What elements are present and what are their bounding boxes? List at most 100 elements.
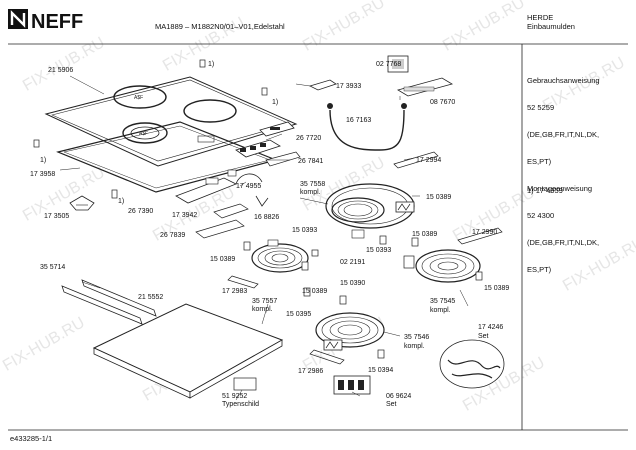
part-label: 21 5906 bbox=[48, 67, 73, 74]
part-label: 15 0390 bbox=[340, 280, 365, 287]
mounting-clip bbox=[69, 195, 95, 211]
part-label: 21 5552 bbox=[138, 294, 163, 301]
doc-line: Montageanweisung bbox=[527, 184, 593, 193]
part-label: 15 0389 bbox=[302, 288, 327, 295]
part-label: kompl. bbox=[404, 343, 425, 350]
part-label: 08 7670 bbox=[430, 99, 455, 106]
footnote-marks: 1) 1) 1) 1) bbox=[40, 61, 278, 205]
part-label: 51 9252 bbox=[222, 393, 247, 400]
part-label: 16 8826 bbox=[254, 214, 279, 221]
part-label: 17 4246 bbox=[478, 324, 503, 331]
circuit-board bbox=[195, 219, 245, 239]
part-labels: 21 5906 17 3933 02 7768 08 7670 16 7163 … bbox=[30, 61, 509, 408]
part-label: 02 7768 bbox=[376, 61, 401, 68]
part-label: 17 2990 bbox=[472, 229, 497, 236]
doc-line: ES,PT) bbox=[527, 157, 552, 166]
brand-text: NEFF bbox=[31, 11, 83, 33]
part-label: kompl. bbox=[300, 189, 321, 196]
svg-text:A$F: A$F bbox=[134, 95, 143, 101]
terminal bbox=[351, 229, 365, 239]
category-line-1: HERDE bbox=[527, 13, 554, 22]
part-label: Set bbox=[478, 333, 489, 340]
part-label: kompl. bbox=[430, 307, 451, 314]
bottom-tray bbox=[92, 303, 284, 399]
part-label: 26 7841 bbox=[298, 158, 323, 165]
part-label: 15 0394 bbox=[368, 367, 393, 374]
part-label: Typenschild bbox=[222, 401, 259, 408]
scraper-tool bbox=[396, 77, 454, 97]
part-label: 15 0389 bbox=[210, 256, 235, 263]
part-label: 35 7557 bbox=[252, 298, 277, 305]
cable-loop bbox=[235, 173, 263, 185]
cable-set bbox=[439, 339, 505, 389]
part-label: 17 3942 bbox=[172, 212, 197, 219]
footnote-mark: 1) bbox=[40, 157, 46, 164]
part-label: 17 2994 bbox=[416, 157, 441, 164]
leader-lines bbox=[59, 75, 469, 401]
part-label: 16 7163 bbox=[346, 117, 371, 124]
doc-line: 52 5259 bbox=[527, 103, 555, 112]
clip-small bbox=[261, 87, 268, 96]
part-label: 17 3505 bbox=[44, 213, 69, 220]
bracket-172994 bbox=[393, 151, 439, 169]
sensor-cable bbox=[329, 109, 405, 151]
footnote-mark: 1) bbox=[118, 198, 124, 205]
footnote-mark: 1) bbox=[272, 99, 278, 106]
part-label: 15 0393 bbox=[366, 247, 391, 254]
circuit-board-small bbox=[213, 203, 249, 219]
connector-set bbox=[333, 375, 371, 395]
cleaning-pack bbox=[387, 55, 409, 73]
part-label: 35 7545 bbox=[430, 298, 455, 305]
part-label: 17 3958 bbox=[30, 171, 55, 178]
spring-clip bbox=[255, 195, 269, 207]
footnote-text: 1) 17 4959 bbox=[527, 186, 563, 195]
part-label: kompl. bbox=[252, 306, 273, 313]
part-label: 15 0393 bbox=[292, 227, 317, 234]
document-id: e433285-1/1 bbox=[10, 434, 53, 443]
part-label: 15 0389 bbox=[484, 285, 509, 292]
part-label: 15 0389 bbox=[426, 194, 451, 201]
part-label: 15 0395 bbox=[286, 311, 311, 318]
part-label: 15 0389 bbox=[412, 231, 437, 238]
contact-bar bbox=[265, 151, 301, 167]
terminal-pins bbox=[243, 235, 483, 359]
doc-line: Gebrauchsanweisung bbox=[527, 76, 600, 85]
part-label: 26 7839 bbox=[160, 232, 185, 239]
clip-small bbox=[199, 59, 206, 68]
radiant-heater-357545 bbox=[403, 249, 481, 283]
radiant-heater-357546 bbox=[315, 312, 385, 351]
part-label: 35 7558 bbox=[300, 181, 325, 188]
doc-line: ES,PT) bbox=[527, 265, 552, 274]
part-label: 02 2191 bbox=[340, 259, 365, 266]
doc-line: 52 4300 bbox=[527, 211, 555, 220]
switch-module bbox=[259, 121, 295, 137]
part-label: 35 7546 bbox=[404, 334, 429, 341]
clip-small bbox=[111, 189, 118, 199]
part-label: 35 5714 bbox=[40, 264, 65, 271]
clip-small bbox=[33, 139, 40, 148]
mounting-rail bbox=[61, 279, 157, 325]
relay-board bbox=[175, 169, 237, 204]
part-label: Set bbox=[386, 401, 397, 408]
part-label: 26 7390 bbox=[128, 208, 153, 215]
part-label: 17 2983 bbox=[222, 288, 247, 295]
radiant-heater-357558 bbox=[325, 183, 415, 229]
neff-logo: NEFF bbox=[8, 9, 83, 33]
doc-line: (DE,GB,FR,IT,NL,DK, bbox=[527, 238, 600, 247]
part-label: 26 7720 bbox=[296, 135, 321, 142]
control-module bbox=[235, 139, 281, 158]
part-label: 17 2986 bbox=[298, 368, 323, 375]
model-title: MA1889 – M1882N0/01–V01,Edelstahl bbox=[155, 22, 285, 31]
bracket-172983 bbox=[227, 275, 259, 289]
doc-line: (DE,GB,FR,IT,NL,DK, bbox=[527, 130, 600, 139]
radiant-heater-357557 bbox=[251, 239, 309, 273]
part-label: 17 3933 bbox=[336, 83, 361, 90]
part-label: 17 4955 bbox=[236, 183, 261, 190]
bracket-172986 bbox=[309, 349, 345, 365]
category-line-2: Einbaumulden bbox=[527, 22, 575, 31]
typeplate bbox=[233, 377, 257, 391]
footnote-mark: 1) bbox=[208, 61, 214, 68]
documentation-list: Gebrauchsanweisung 52 5259 (DE,GB,FR,IT,… bbox=[527, 58, 600, 292]
